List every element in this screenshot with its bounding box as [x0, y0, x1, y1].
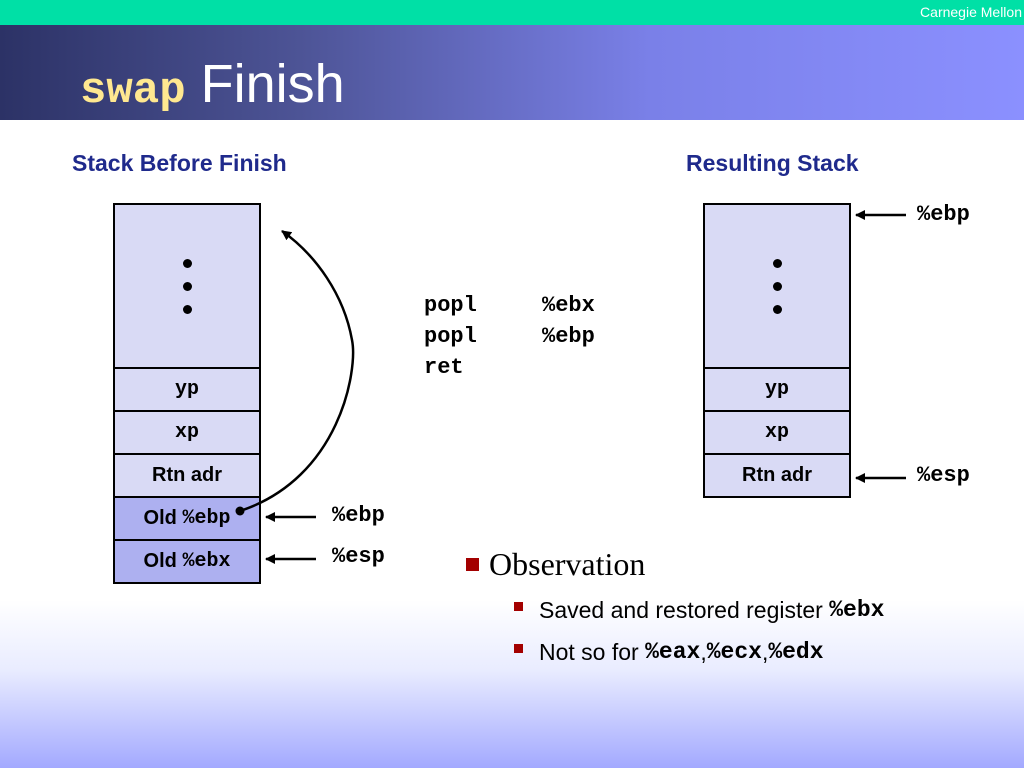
right-stack: yp xp Rtn adr: [703, 203, 851, 498]
observation-item: Saved and restored register %ebx: [514, 595, 884, 625]
left-stack: yp xp Rtn adr Old %ebp Old %ebx: [113, 203, 261, 584]
item-reg: %edx: [768, 639, 824, 665]
ellipsis-dot: [772, 281, 782, 291]
saved-ebp-curve-arrow: [239, 229, 355, 513]
code-line: ret: [424, 352, 595, 383]
observation-title: Observation: [489, 546, 646, 582]
saved-ebp-point: [235, 506, 245, 516]
observation-list: Observation Saved and restored register …: [466, 546, 884, 667]
stack-cell-rtn-adr: Rtn adr: [705, 455, 849, 498]
code-op: popl: [424, 324, 477, 349]
code-block: popl %ebx popl %ebp ret: [424, 290, 595, 383]
title-code: swap: [80, 66, 186, 116]
separator: ,: [761, 638, 769, 665]
ellipsis-dot: [182, 258, 192, 268]
item-text: Not so for: [539, 638, 646, 665]
right-esp-label: %esp: [917, 463, 970, 488]
stack-cell-old-ebx: Old %ebx: [115, 541, 259, 584]
stack-cell-rtn-adr: Rtn adr: [115, 455, 259, 498]
ellipsis-dot: [772, 258, 782, 268]
slide-title: swap Finish: [80, 53, 345, 116]
item-text: Saved and restored register: [539, 596, 830, 623]
stack-cell-old-ebp: Old %ebp: [115, 498, 259, 541]
item-reg: %ecx: [706, 639, 762, 665]
code-op: ret: [424, 355, 464, 380]
bullet-square-icon: [514, 601, 523, 611]
item-reg: %eax: [645, 639, 701, 665]
slide-header: swap Finish: [0, 25, 1024, 120]
stack-cell-yp: yp: [115, 369, 259, 412]
code-op: popl: [424, 293, 477, 318]
stack-cell-xp: xp: [115, 412, 259, 455]
code-line: popl %ebp: [424, 321, 595, 352]
code-arg: %ebx: [542, 293, 595, 318]
cell-reg: %ebx: [182, 550, 231, 573]
observation-item: Not so for %eax, %ecx, %edx: [514, 637, 884, 667]
stack-cell-ellipsis: [705, 205, 849, 369]
left-esp-label: %esp: [332, 544, 385, 569]
stack-cell-xp: xp: [705, 412, 849, 455]
top-bar: Carnegie Mellon: [0, 0, 1024, 25]
bullet-square-icon: [466, 558, 479, 571]
ellipsis-dot: [182, 304, 192, 314]
left-ebp-label: %ebp: [332, 503, 385, 528]
item-reg: %ebx: [829, 597, 885, 623]
stack-cell-ellipsis: [115, 205, 259, 369]
left-stack-heading: Stack Before Finish: [72, 150, 287, 176]
right-ebp-label: %ebp: [917, 202, 970, 227]
cell-prefix: Old: [143, 550, 183, 572]
right-stack-heading: Resulting Stack: [686, 150, 859, 176]
separator: ,: [700, 638, 707, 665]
bullet-square-icon: [514, 643, 523, 653]
ellipsis-dot: [772, 304, 782, 314]
title-text: Finish: [185, 54, 345, 114]
ellipsis-dot: [182, 281, 192, 291]
code-arg: %ebp: [542, 324, 595, 349]
stack-cell-yp: yp: [705, 369, 849, 412]
cell-reg: %ebp: [182, 507, 231, 530]
observation-heading: Observation: [466, 546, 884, 583]
code-line: popl %ebx: [424, 290, 595, 321]
cell-prefix: Old: [143, 507, 183, 529]
org-name: Carnegie Mellon: [920, 4, 1022, 20]
